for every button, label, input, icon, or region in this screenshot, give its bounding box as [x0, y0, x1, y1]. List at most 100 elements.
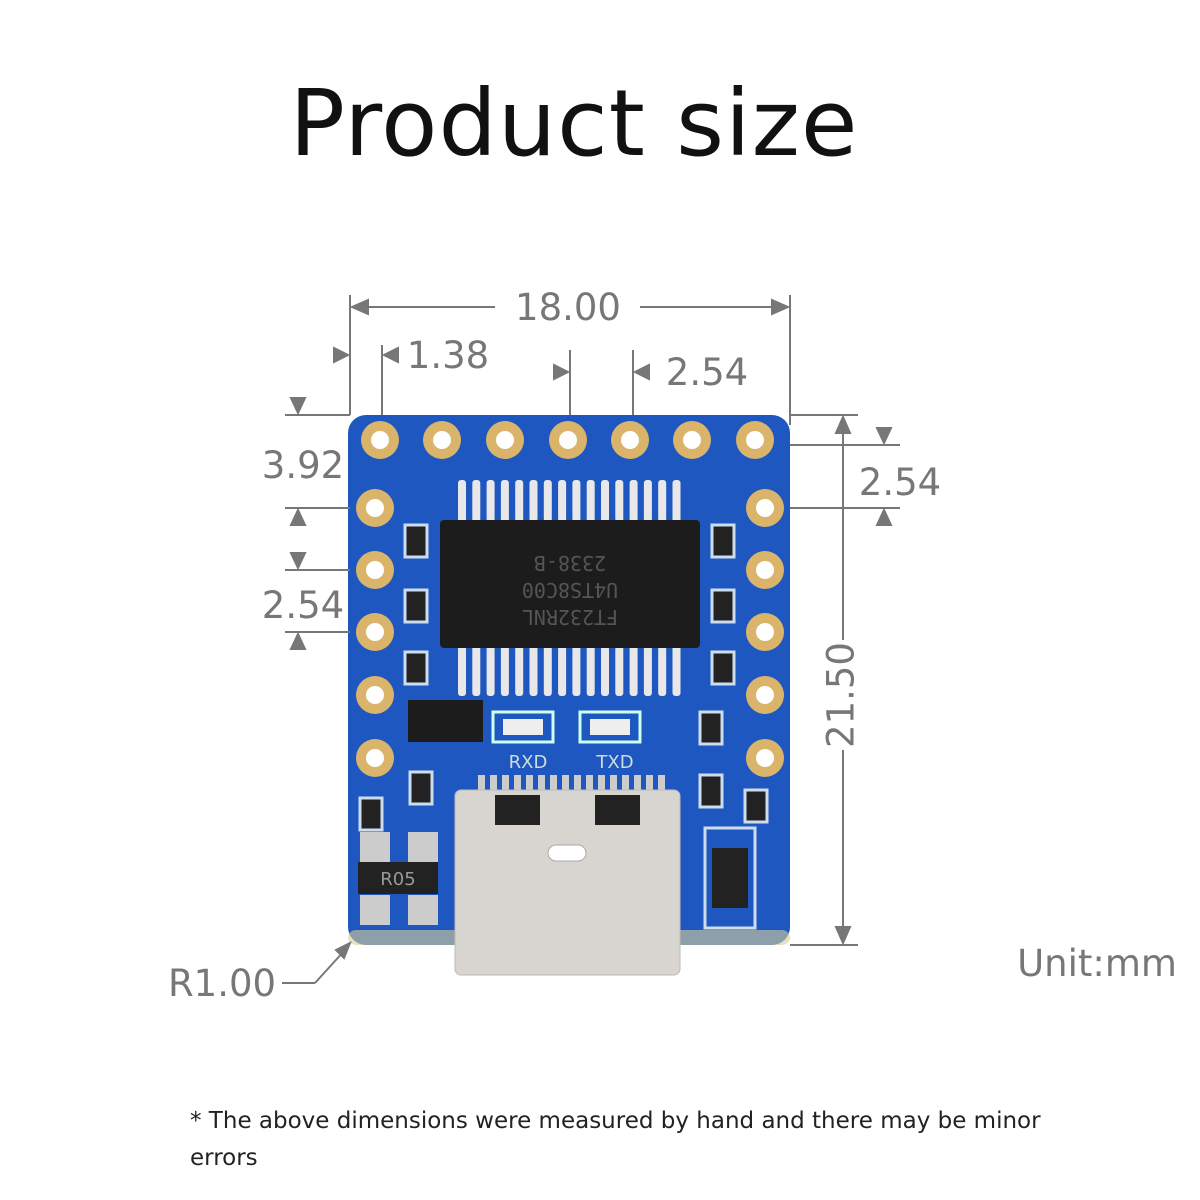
- chip-pin: [472, 646, 481, 696]
- chip-pin: [572, 480, 581, 522]
- txd-label: TXD: [595, 752, 633, 773]
- ft232-chip: [440, 520, 700, 648]
- usb-pin: [574, 775, 581, 795]
- smd-component: [403, 650, 429, 686]
- regulator: [358, 862, 438, 894]
- smd-component: [743, 788, 769, 824]
- width-dimension: 18.00: [515, 286, 621, 329]
- usb-pin: [550, 775, 557, 795]
- smd-component: [358, 796, 384, 832]
- pad-hole: [683, 431, 701, 449]
- reg-pad: [408, 895, 438, 925]
- pad-hole: [559, 431, 577, 449]
- rxd-label: RXD: [509, 752, 548, 773]
- dimension-lines: [282, 295, 900, 984]
- pad-hole: [756, 499, 774, 517]
- smd-component: [698, 710, 724, 746]
- regulator-label: R05: [380, 869, 415, 890]
- unit-label: Unit:mm: [1017, 942, 1177, 985]
- pitch-top-dimension: 2.54: [666, 351, 748, 394]
- chip-pin: [615, 646, 624, 696]
- chip-pin: [529, 646, 538, 696]
- usb-c-hole: [547, 844, 587, 862]
- chip-pin: [572, 646, 581, 696]
- usb-pin: [634, 775, 641, 795]
- pad-hole: [366, 749, 384, 767]
- usb-pin: [598, 775, 605, 795]
- chip-pin: [543, 646, 552, 696]
- page-title: Product size: [289, 70, 859, 177]
- smd-component: [710, 523, 736, 559]
- chip-pin: [543, 480, 552, 522]
- chip-pin: [629, 480, 638, 522]
- pad-hole: [621, 431, 639, 449]
- chip-pin: [586, 646, 595, 696]
- chip-pin: [672, 480, 681, 522]
- chip-pin: [458, 646, 466, 696]
- pitch-right-dimension: 2.54: [859, 461, 941, 504]
- fuse: [712, 848, 748, 908]
- usb-c-tab: [495, 795, 540, 825]
- pad-hole: [366, 623, 384, 641]
- corner-radius-dimension: R1.00: [168, 962, 276, 1005]
- chip-pin: [601, 480, 609, 522]
- usb-pin: [586, 775, 593, 795]
- usb-pin: [502, 775, 509, 795]
- smd-component: [403, 523, 429, 559]
- pad-offset-y-dimension: 3.92: [262, 444, 344, 487]
- usb-pin: [514, 775, 521, 795]
- usb-pin: [490, 775, 497, 795]
- pcb-board: FT232RNL U4TS8C00 2338-B RXD TXD R05: [348, 415, 790, 976]
- chip-pin: [500, 480, 509, 522]
- usb-pin: [526, 775, 533, 795]
- chip-text: 2338-B: [534, 551, 606, 575]
- pad-hole: [496, 431, 514, 449]
- pad-hole: [746, 431, 764, 449]
- chip-pin: [658, 480, 667, 522]
- rx-led-body: [503, 719, 543, 735]
- rx-led: [491, 710, 555, 744]
- pad-hole: [366, 561, 384, 579]
- chip-pin: [558, 646, 567, 696]
- pad-hole: [366, 499, 384, 517]
- usb-pin: [478, 775, 485, 795]
- pad-hole: [366, 686, 384, 704]
- chip-pin: [558, 480, 567, 522]
- usb-pin: [610, 775, 617, 795]
- pad-hole: [756, 749, 774, 767]
- chip-pin: [643, 480, 652, 522]
- chip-pin: [486, 646, 495, 696]
- tx-led: [578, 710, 642, 744]
- pad-offset-x-dimension: 1.38: [407, 334, 489, 377]
- chip-pin: [615, 480, 624, 522]
- usb-c-connector: [454, 789, 681, 976]
- chip-pin: [629, 646, 638, 696]
- height-dimension: 21.50: [820, 642, 863, 748]
- pitch-left-dimension: 2.54: [262, 584, 344, 627]
- pad-hole: [371, 431, 389, 449]
- reg-pad: [360, 895, 390, 925]
- chip-pin: [658, 646, 667, 696]
- smd-component: [408, 770, 434, 806]
- usb-pin: [538, 775, 545, 795]
- smd-component: [698, 773, 724, 809]
- usb-pin: [562, 775, 569, 795]
- chip-pin: [500, 646, 509, 696]
- tx-led-body: [590, 719, 630, 735]
- chip-pin: [643, 646, 652, 696]
- chip-text: U4TS8C00: [522, 578, 618, 602]
- reg-pad: [408, 832, 438, 862]
- smd-component: [710, 650, 736, 686]
- usb-c-tab: [595, 795, 640, 825]
- chip-pin: [472, 480, 481, 522]
- chip-pin: [515, 480, 524, 522]
- chip-pin: [529, 480, 538, 522]
- chip-pin: [586, 480, 595, 522]
- pad-hole: [756, 686, 774, 704]
- chip-pin: [486, 480, 495, 522]
- pad-hole: [756, 623, 774, 641]
- chip-pin: [601, 646, 609, 696]
- reg-pad: [360, 832, 390, 862]
- fuse-outline: [703, 826, 757, 930]
